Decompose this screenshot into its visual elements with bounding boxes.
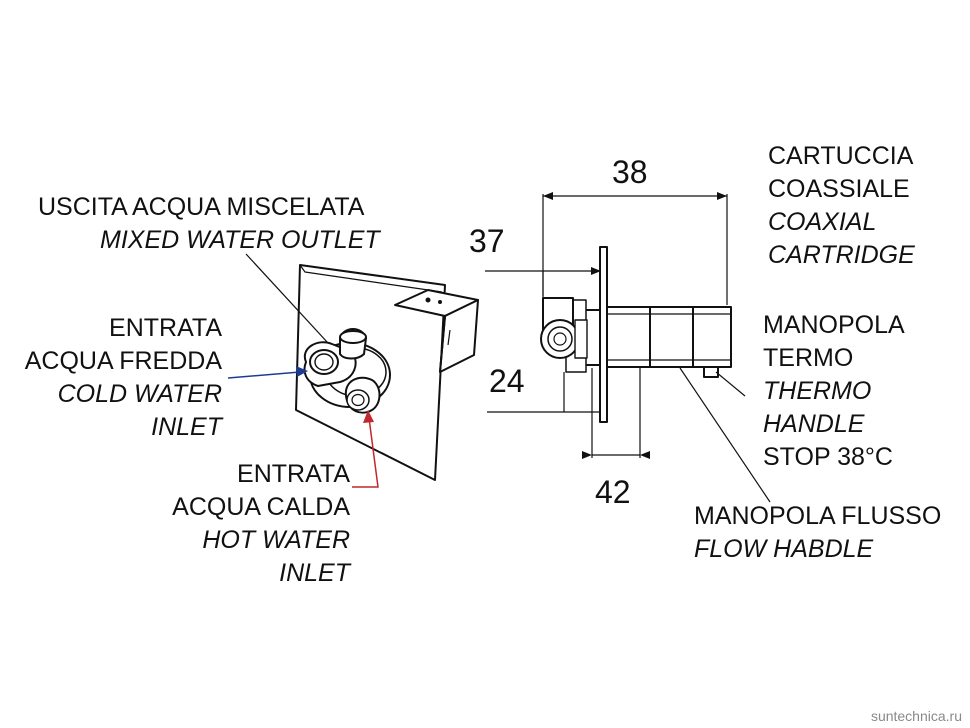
valve-body	[303, 328, 391, 414]
cartridge-label: CARTUCCIA COASSIALE COAXIAL CARTRIDGE	[768, 140, 915, 272]
cold-inlet-arrow	[227, 366, 308, 379]
dimension-38: 38	[612, 154, 648, 190]
thermo-handle-stop: STOP 38°C	[763, 443, 893, 471]
back-box	[394, 289, 479, 373]
hot-inlet-en-1: HOT WATER	[202, 526, 350, 554]
cartridge-it-1: CARTUCCIA	[768, 142, 914, 170]
hot-inlet-it-1: ENTRATA	[237, 460, 350, 488]
dimension-42: 42	[595, 474, 631, 510]
cartridge-it-2: COASSIALE	[768, 175, 910, 203]
dimension-37: 37	[469, 223, 505, 259]
hot-inlet-label: ENTRATA ACQUA CALDA HOT WATER INLET	[130, 458, 350, 590]
mixed-outlet-en: MIXED WATER OUTLET	[100, 226, 380, 254]
flow-handle-en: FLOW HABDLE	[694, 535, 874, 563]
hot-inlet-arrow	[352, 410, 379, 488]
mixed-outlet-it: USCITA ACQUA MISCELATA	[38, 193, 365, 221]
flow-handle-label: MANOPOLA FLUSSO FLOW HABDLE	[694, 500, 941, 566]
thermo-handle-en-2: HANDLE	[763, 410, 865, 438]
cold-inlet-en-1: COLD WATER	[57, 380, 222, 408]
mixed-outlet-label: USCITA ACQUA MISCELATA MIXED WATER OUTLE…	[38, 191, 380, 257]
thermo-handle-it-1: MANOPOLA	[763, 311, 905, 339]
cold-inlet-it-2: ACQUA FREDDA	[24, 347, 222, 375]
cold-inlet-it-1: ENTRATA	[109, 314, 222, 342]
valve-side-view	[540, 246, 732, 423]
thermo-handle-it-2: TERMO	[763, 344, 854, 372]
cartridge-en-2: CARTRIDGE	[768, 241, 915, 269]
dimension-24: 24	[489, 363, 525, 399]
hot-inlet-en-2: INLET	[279, 559, 350, 587]
hot-inlet-it-2: ACQUA CALDA	[172, 493, 350, 521]
watermark: suntechnica.ru	[870, 708, 962, 724]
flow-handle-it: MANOPOLA FLUSSO	[694, 502, 942, 530]
thermo-handle-label: MANOPOLA TERMO THERMO HANDLE STOP 38°C	[763, 309, 905, 474]
cold-inlet-en-2: INLET	[151, 413, 222, 441]
dimension-lines	[485, 194, 728, 458]
cold-inlet-label: ENTRATA ACQUA FREDDA COLD WATER INLET	[0, 312, 222, 444]
cartridge-en-1: COAXIAL	[768, 208, 877, 236]
thermo-handle-en-1: THERMO	[763, 377, 872, 405]
